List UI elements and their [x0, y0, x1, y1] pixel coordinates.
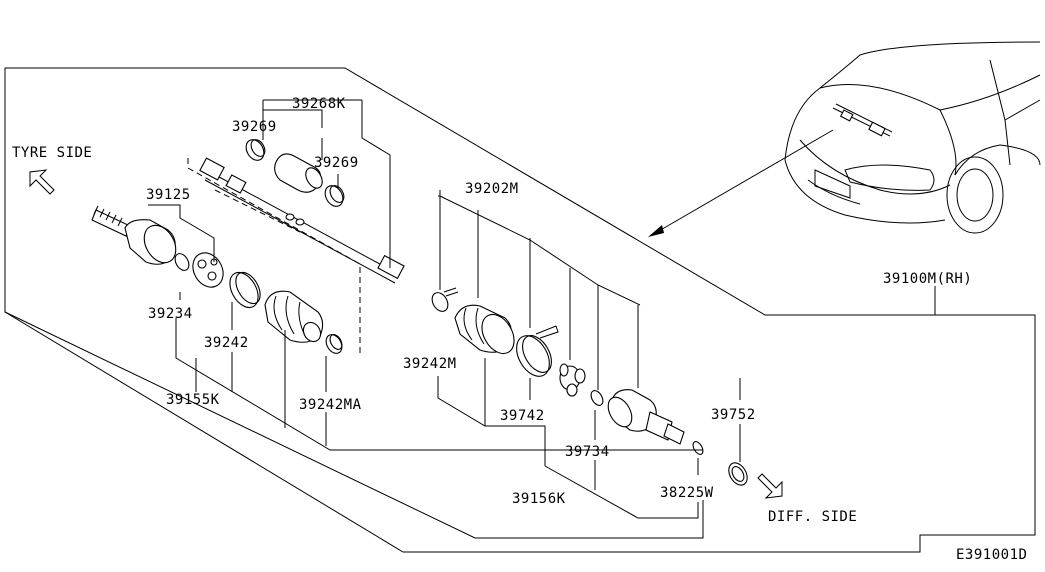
tyre-side-arrow-icon [29, 169, 55, 195]
dashed-group-outline [187, 158, 361, 356]
car-illustration [784, 41, 1041, 234]
circlip-38225w [692, 441, 704, 455]
diagram-frame [4, 67, 1036, 553]
band-39242 [229, 271, 261, 309]
part-label-39269-lower: 39269 [314, 155, 359, 171]
circlip-39234 [174, 253, 190, 271]
part-label-39752: 39752 [711, 407, 756, 423]
part-label-38225w: 38225W [660, 485, 714, 501]
part-label-39125: 39125 [146, 187, 191, 203]
part-label-39734: 39734 [565, 444, 610, 460]
part-label-39269-upper: 39269 [232, 119, 277, 135]
part-label-39268k: 39268K [292, 96, 346, 112]
part-label-39742: 39742 [500, 408, 545, 424]
pointer-arrowhead [648, 225, 664, 237]
intermediate-shaft [199, 157, 405, 284]
outer-cv-joint [91, 205, 177, 265]
diagram-code-label: E391001D [956, 547, 1027, 563]
band-39242m [431, 287, 459, 312]
leader-lines [4, 99, 741, 539]
part-label-39234: 39234 [148, 306, 193, 322]
pointer-arrow [651, 129, 834, 236]
tyre-side-label: TYRE SIDE [12, 145, 92, 161]
clamp-39269-lower [324, 185, 345, 207]
circlip-39734 [590, 390, 604, 406]
inner-race-39125 [192, 252, 224, 288]
boot-outer [264, 290, 324, 343]
part-label-39156k: 39156K [512, 491, 566, 507]
part-label-39242: 39242 [204, 335, 249, 351]
diff-side-arrow-icon [757, 473, 783, 499]
seal-39752 [728, 462, 748, 486]
damper-39268k [274, 153, 323, 193]
band-39242ma [325, 334, 343, 354]
spider-39742 [559, 363, 586, 397]
band-39742 [516, 325, 559, 377]
diff-side-label: DIFF. SIDE [768, 509, 857, 525]
part-label-39155k: 39155K [166, 392, 220, 408]
assembly-part-label: 39100M(RH) [883, 271, 972, 287]
part-label-39242ma: 39242MA [299, 397, 362, 413]
inner-cv-housing [607, 389, 685, 445]
boot-inner [454, 304, 515, 355]
dashed-group-outline-lower [214, 189, 301, 233]
clamp-39269-upper [245, 139, 266, 161]
part-label-39242m: 39242M [403, 356, 457, 372]
part-label-39202m: 39202M [465, 181, 519, 197]
